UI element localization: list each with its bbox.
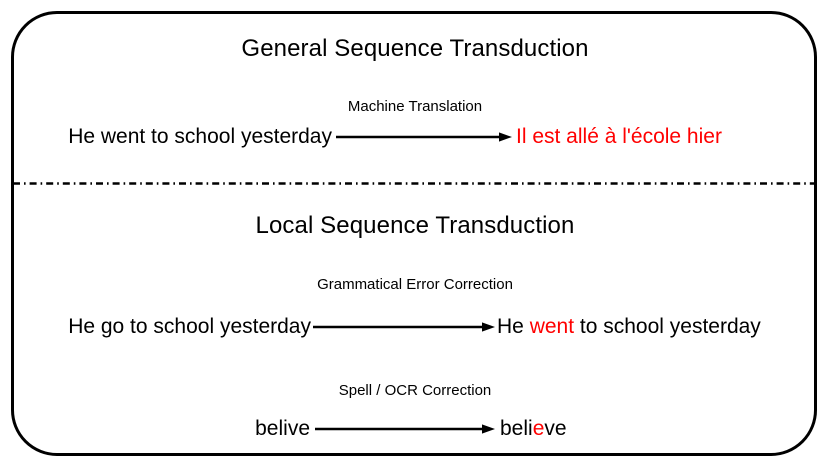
task-caption-machine-translation: Machine Translation (347, 98, 483, 115)
task-grammatical-error-correction: Grammatical Error Correction He go to sc… (13, 276, 817, 340)
transduction-row-grammatical-error-correction: He go to school yesterday He went to sch… (13, 314, 817, 340)
task-caption-grammatical-error-correction: Grammatical Error Correction (317, 276, 513, 293)
right-arrow-icon (313, 321, 495, 333)
panel-local-sequence-transduction: Local Sequence Transduction Grammatical … (13, 186, 817, 456)
target-segment: to school yesterday (574, 315, 761, 338)
target-text-machine-translation: Il est allé à l'école hier (516, 124, 816, 150)
target-segment: Il est allé à l'école hier (516, 125, 722, 148)
task-machine-translation: Machine Translation He went to school ye… (13, 98, 817, 150)
right-arrow-icon (315, 423, 495, 435)
target-text-grammatical-error-correction: He went to school yesterday (497, 314, 817, 340)
transduction-row-spell-ocr-correction: belive believe (13, 416, 817, 442)
target-segment: ve (544, 417, 567, 440)
panel-divider (13, 182, 817, 185)
target-segment: He (497, 315, 530, 338)
panel-general-sequence-transduction: General Sequence Transduction Machine Tr… (13, 14, 817, 182)
figure-border (11, 11, 817, 456)
task-spell-ocr-correction: Spell / OCR Correction belive believe (13, 382, 817, 442)
target-segment: beli (500, 417, 533, 440)
target-segment-highlight: went (529, 315, 575, 338)
transduction-row-machine-translation: He went to school yesterday Il est allé … (13, 124, 817, 150)
source-text-machine-translation: He went to school yesterday (68, 125, 332, 148)
panel-title-general: General Sequence Transduction (241, 35, 589, 62)
right-arrow-icon (336, 131, 512, 143)
source-text-grammatical-error-correction: He go to school yesterday (68, 315, 311, 338)
panel-title-local: Local Sequence Transduction (255, 212, 575, 239)
task-caption-spell-ocr-correction: Spell / OCR Correction (338, 382, 492, 399)
target-segment-highlight: e (532, 417, 545, 440)
target-text-spell-ocr-correction: believe (500, 416, 810, 442)
source-text-spell-ocr-correction: belive (255, 417, 310, 440)
